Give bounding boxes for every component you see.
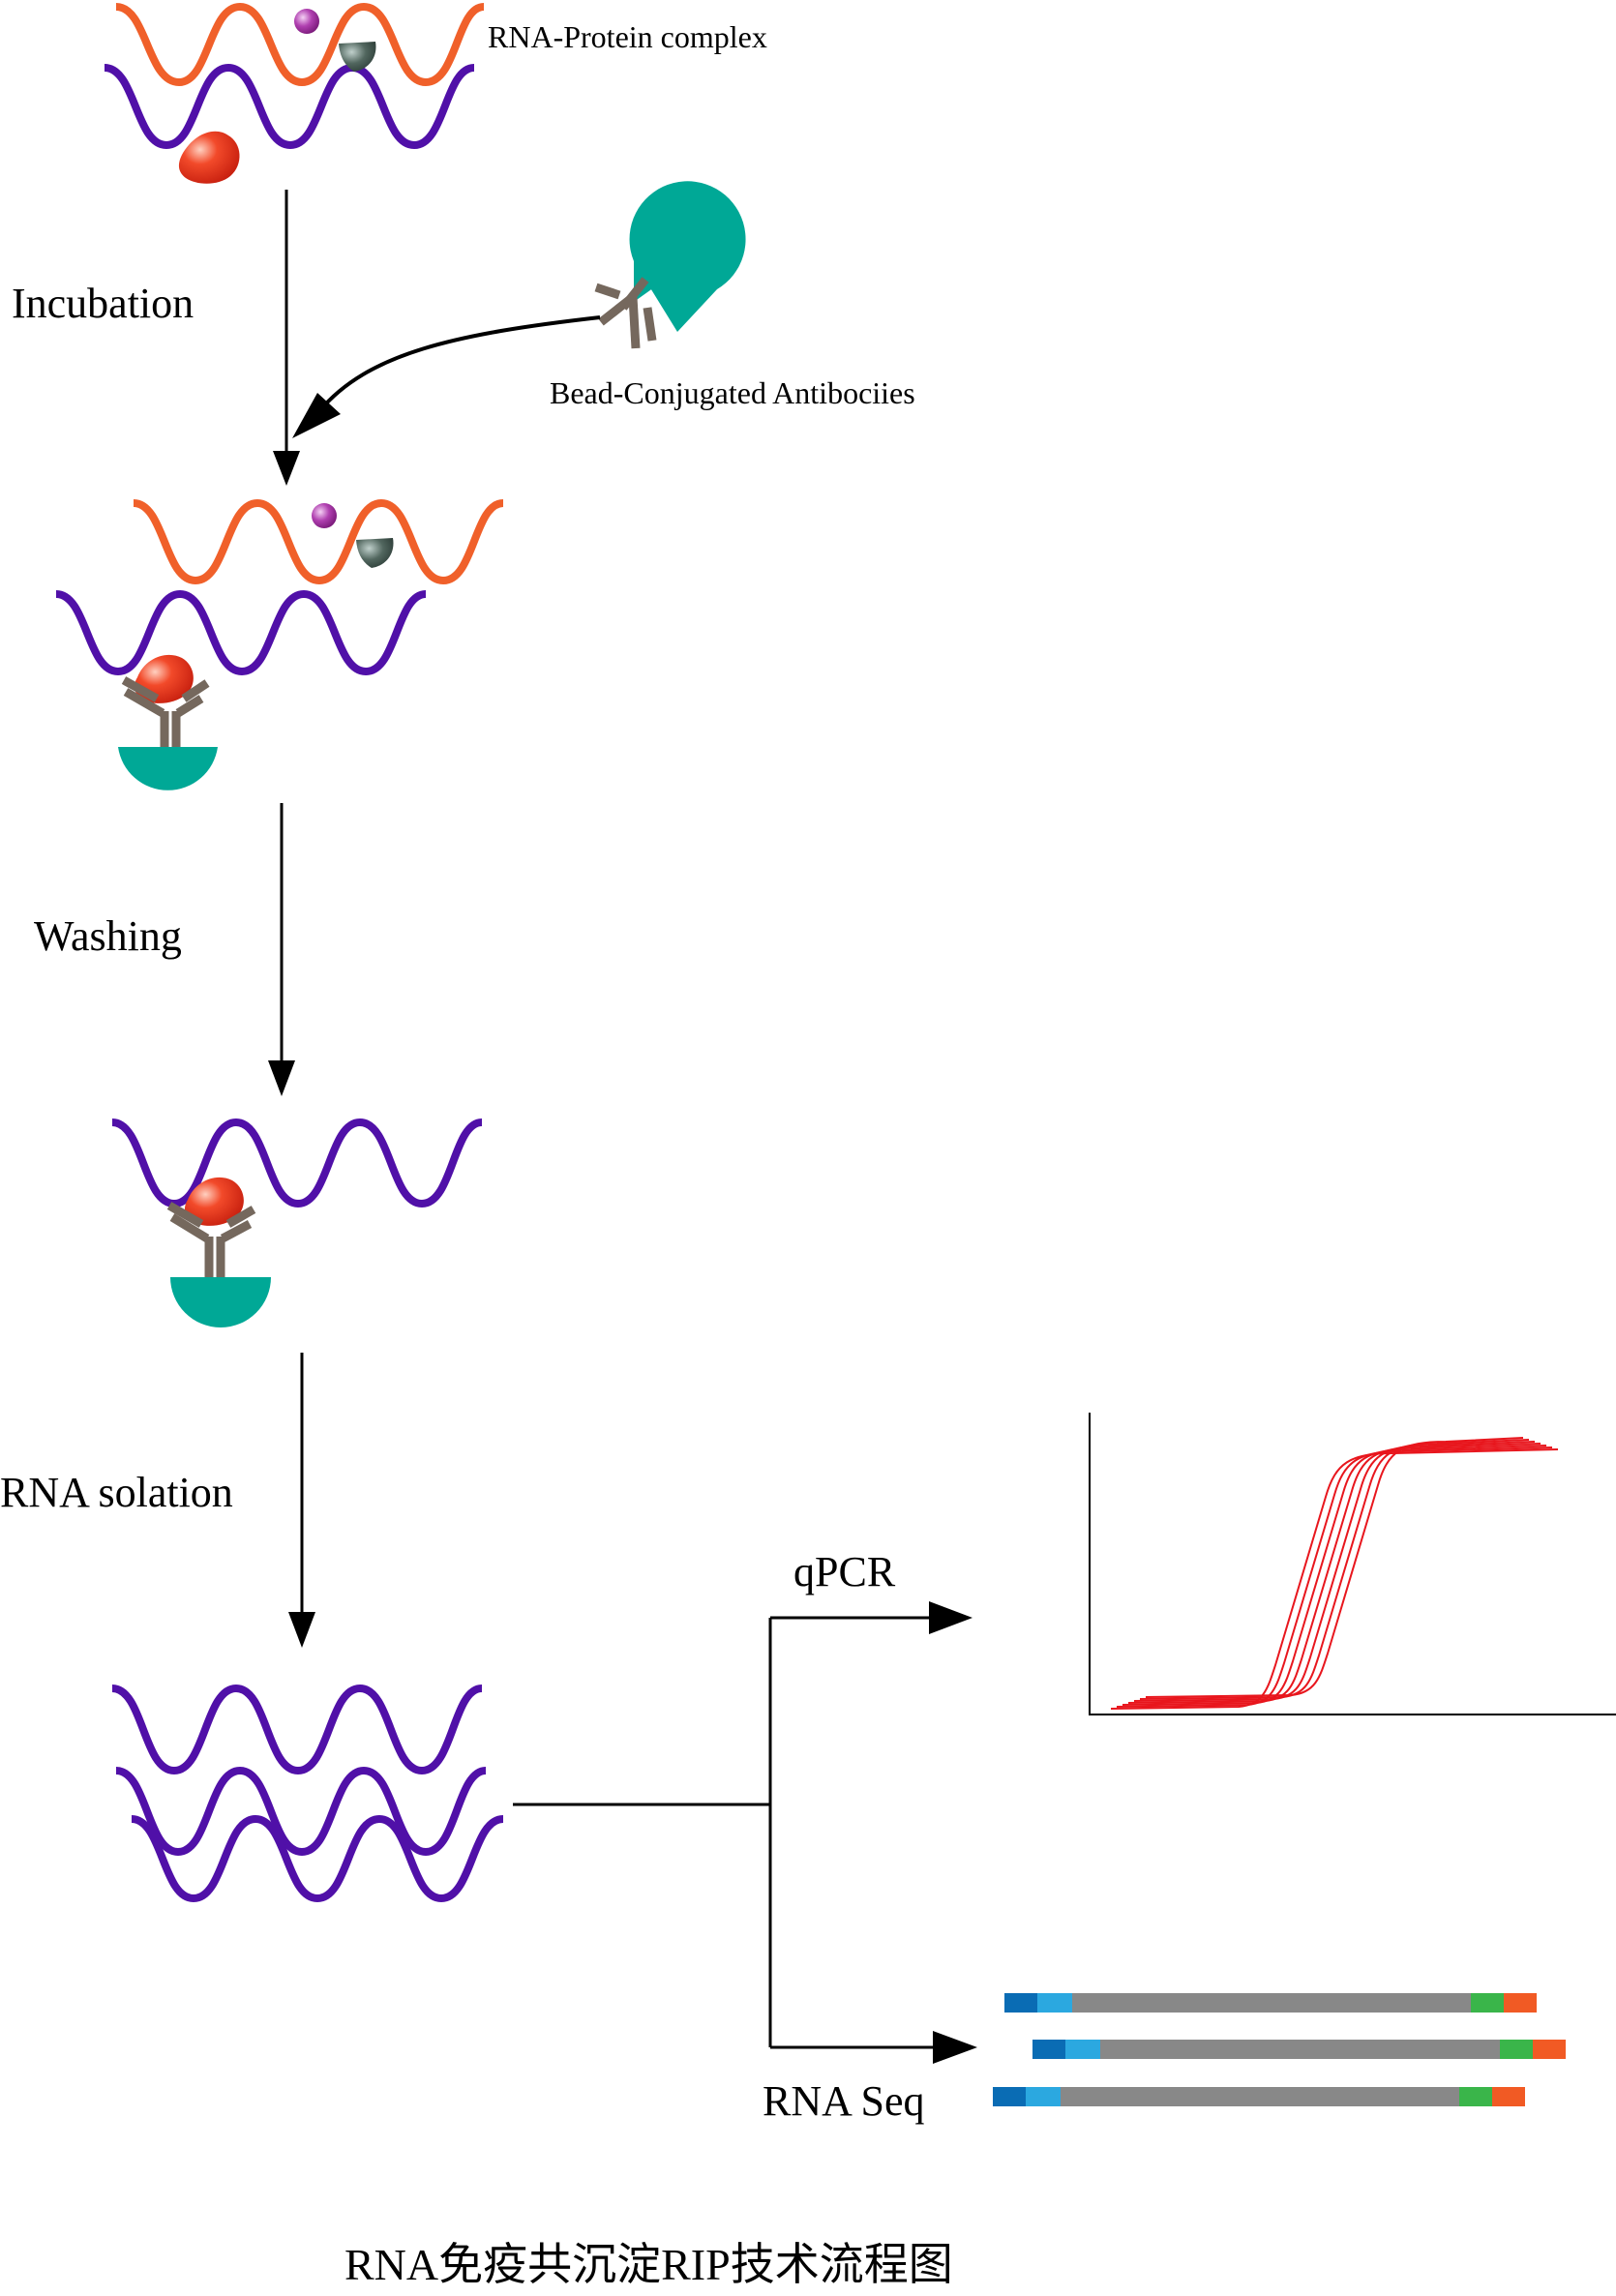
arrow-head	[273, 451, 300, 486]
protein-red-blob	[184, 1177, 244, 1226]
amplification-curves	[1110, 1437, 1559, 1710]
amplification-curve	[1145, 1437, 1524, 1698]
amplification-curve	[1139, 1439, 1530, 1700]
figure-caption: RNA免疫共沉淀RIP技术流程图	[344, 2240, 953, 2289]
protein-purple-sphere	[294, 9, 319, 34]
arrow-incubation	[273, 190, 300, 486]
rna-protein-complex	[104, 2, 485, 184]
bound-complex	[55, 498, 504, 790]
antibody-icon	[121, 676, 210, 750]
washed-complex	[111, 1118, 483, 1327]
curved-arrow	[292, 315, 601, 438]
label-bead-conjugated-antibodies: Bead-Conjugated Antibociies	[550, 375, 915, 410]
protein-gray-shield	[339, 42, 376, 72]
qpcr-plot	[1089, 1413, 1616, 1715]
rna-strand-orange	[115, 2, 485, 87]
amplification-curve	[1133, 1441, 1536, 1702]
antibody-icon	[594, 277, 657, 349]
arrow-head	[288, 1612, 315, 1648]
arrow-head	[933, 2031, 977, 2064]
antibody-icon	[166, 1202, 256, 1277]
sequencing-reads	[993, 1993, 1566, 2106]
rna-strand-purple	[115, 1766, 487, 1857]
rna-strand-orange	[133, 498, 504, 585]
arrow-isolation	[288, 1353, 315, 1648]
protein-purple-sphere	[312, 503, 337, 528]
rna-strand-purple	[131, 1814, 504, 1903]
rna-strand-purple	[111, 1118, 483, 1208]
arrow-head	[292, 393, 341, 438]
arrow-washing	[268, 803, 295, 1096]
rna-strand-purple	[111, 1684, 483, 1775]
bead-icon-fill	[629, 181, 746, 332]
rna-strand-purple	[104, 63, 475, 150]
label-incubation: Incubation	[12, 280, 195, 327]
protein-red-blob	[178, 131, 240, 184]
branch-connector	[513, 1616, 939, 2049]
bead-icon	[170, 1277, 271, 1327]
protein-gray-shield	[356, 538, 394, 568]
bead-conjugated-antibody	[594, 181, 746, 349]
rna-strand-purple	[55, 589, 427, 676]
arrow-head	[929, 1601, 973, 1634]
isolated-rna	[111, 1684, 504, 1903]
label-rna-protein-complex: RNA-Protein complex	[488, 19, 767, 54]
bead-icon	[118, 747, 218, 790]
label-qpcr: qPCR	[793, 1548, 896, 1595]
sequencing-read	[1004, 1993, 1537, 2013]
label-rna-isolation: RNA solation	[0, 1469, 233, 1516]
label-rna-seq: RNA Seq	[763, 2077, 925, 2125]
label-washing: Washing	[34, 912, 182, 960]
sequencing-read	[993, 2087, 1525, 2106]
sequencing-read	[1032, 2040, 1566, 2059]
arrow-head	[268, 1060, 295, 1096]
